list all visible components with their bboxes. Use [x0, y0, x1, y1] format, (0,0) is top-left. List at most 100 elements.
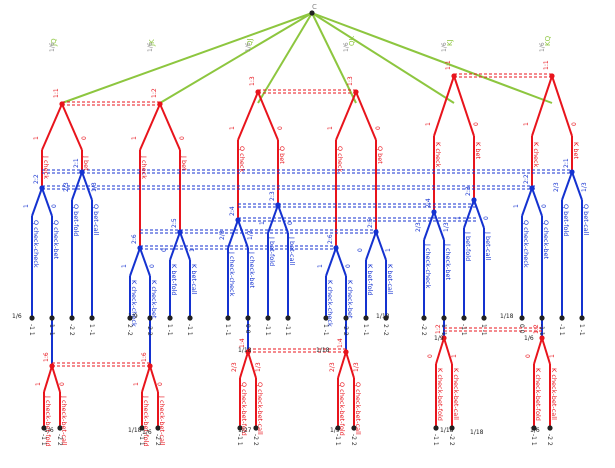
- terminal-node: [41, 425, 47, 431]
- payoff-label: -2 2: [56, 434, 63, 446]
- tree-nodes: [29, 10, 585, 431]
- terminal-node: [579, 315, 585, 321]
- p2-node-id: 2:5: [171, 218, 178, 228]
- p2-right-prob: 1: [385, 248, 392, 252]
- payoff-label: 1 -1: [48, 324, 55, 336]
- p1b-node-id: 1:2: [533, 324, 540, 334]
- terminal-node: [421, 315, 427, 321]
- p2-left-prob: 1: [121, 264, 128, 268]
- p2-node-id: 2:2: [33, 174, 40, 184]
- terminal-node: [461, 315, 467, 321]
- payoff-label: -2 2: [448, 434, 455, 446]
- p2-left-label: Q check-check: [522, 220, 530, 268]
- p2-right-label: Q bet-call: [582, 204, 590, 236]
- player1-node: [353, 89, 359, 95]
- p1-bet-prob: 0: [277, 126, 284, 130]
- p2-node-id: 2:4: [425, 198, 432, 208]
- p2-left-label: J check-check: [228, 251, 236, 297]
- player1-second-node: [49, 363, 55, 369]
- p1b-call-label: Q check-bet-call: [256, 382, 264, 435]
- p1-bet-edge: [453, 75, 475, 137]
- p2-right-edge: [335, 247, 347, 277]
- p2-right-edge: [531, 187, 543, 217]
- p2-right-edge: [277, 204, 289, 234]
- terminal-node: [433, 425, 439, 431]
- p2-right-label: J check-bet: [444, 243, 452, 280]
- terminal-node: [547, 425, 553, 431]
- payoff-label: -2 2: [154, 434, 161, 446]
- player2-node: [373, 229, 379, 235]
- p1b-call-prob: 0: [157, 382, 164, 386]
- payoff-label: 1 -1: [166, 324, 173, 336]
- payoff-label: -2 2: [546, 434, 553, 446]
- p1-bet-label: K bet: [474, 142, 482, 159]
- terminal-node: [139, 425, 145, 431]
- terminal-node: [335, 425, 341, 431]
- payoff-label: 1 -1: [322, 324, 329, 336]
- terminal-node: [481, 315, 487, 321]
- p1b-call-label: K check-bet-call: [550, 368, 558, 420]
- p1-check-edge: [41, 103, 63, 151]
- p2-left-edge: [129, 247, 141, 277]
- p1b-fold-label: K check-bet-fold: [534, 368, 542, 421]
- payoff-label: -1 1: [284, 324, 291, 336]
- p2-left-label: J bet-fold: [464, 231, 472, 261]
- p2-right-prob: 0: [483, 216, 490, 220]
- p2-left-label: Q bet-fold: [562, 204, 570, 236]
- player2-node: [79, 169, 85, 175]
- player1-second-node: [245, 349, 251, 355]
- terminal-prob: 1/9: [330, 427, 340, 434]
- player2-node: [235, 217, 241, 223]
- terminal-node: [245, 315, 251, 321]
- terminal-node: [441, 315, 447, 321]
- player1-second-node: [539, 335, 545, 341]
- p1b-call-label: J check-bet-call: [158, 395, 166, 446]
- payoff-label: -2 2: [252, 434, 259, 446]
- deal-label: KQ: [544, 35, 552, 46]
- p2-right-edge: [139, 247, 151, 277]
- p1b-call-label: J check-bet-call: [60, 395, 68, 446]
- p2-left-prob: 1: [513, 204, 520, 208]
- deal-prob: 1/6: [343, 42, 350, 52]
- player1-second-node: [441, 335, 447, 341]
- p1b-fold-prob: 1: [133, 382, 140, 386]
- terminal-prob: 1/18: [316, 347, 330, 354]
- p1b-call-edge: [345, 351, 355, 379]
- chance-edge: [311, 12, 357, 104]
- p1-check-prob: 1: [425, 122, 432, 126]
- deal-prob: 1/6: [49, 42, 56, 52]
- p1b-node-id: 1:6: [141, 352, 148, 362]
- terminal-node: [383, 315, 389, 321]
- payoff-label: 1 -1: [224, 324, 231, 336]
- p1-node-id: 1:3: [249, 76, 256, 86]
- p1-bet-edge: [61, 103, 83, 151]
- deal-label: JQ: [50, 38, 58, 47]
- p2-right-label: J bet-call: [288, 236, 296, 265]
- p1b-fold-edge: [435, 337, 445, 365]
- deal-prob: 1/6: [147, 42, 154, 52]
- p1-check-label: Q check: [336, 146, 344, 172]
- payoff-label: 1 -1: [362, 324, 369, 336]
- terminal-node: [89, 315, 95, 321]
- p2-right-prob: 0: [51, 204, 58, 208]
- p2-right-label: K check-bet: [346, 280, 354, 319]
- payoff-label: -1 1: [530, 434, 537, 446]
- terminal-prob: 1/18: [238, 347, 252, 354]
- payoff-label: -2 2: [420, 324, 427, 336]
- payoff-label: -1 1: [558, 324, 565, 336]
- payoff-label: -1 1: [40, 434, 47, 446]
- player1-second-node: [343, 349, 349, 355]
- player2-node: [177, 229, 183, 235]
- p1b-fold-edge: [533, 337, 543, 365]
- p1-bet-edge: [159, 103, 181, 151]
- terminal-node: [449, 425, 455, 431]
- terminal-node: [285, 315, 291, 321]
- p2-left-label: J check-check: [424, 243, 432, 289]
- player1-node: [157, 101, 163, 107]
- terminal-node: [57, 425, 63, 431]
- p1b-call-label: K check-bet-call: [452, 368, 460, 420]
- terminal-node: [559, 315, 565, 321]
- terminal-node: [343, 315, 349, 321]
- payoff-label: -1 1: [28, 324, 35, 336]
